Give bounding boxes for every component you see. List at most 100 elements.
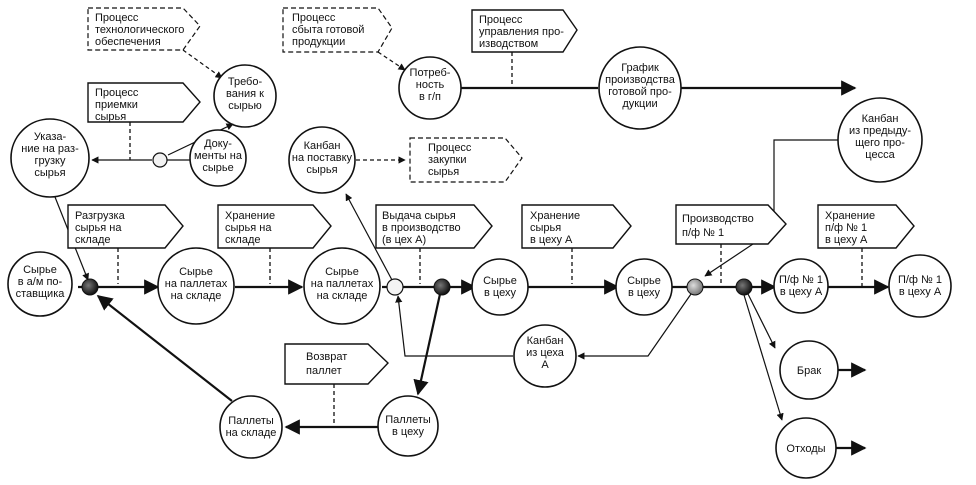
link-kanban-shop-issue	[395, 295, 513, 357]
svg-text:цесса: цесса	[865, 149, 895, 161]
svg-text:в цеху А: в цеху А	[530, 234, 573, 246]
svg-text:Хранение: Хранение	[530, 210, 580, 222]
circle-schedule: График производства готовой про- дукции	[598, 46, 682, 130]
svg-text:Процесс: Процесс	[95, 87, 139, 99]
svg-text:паллет: паллет	[306, 365, 342, 377]
svg-text:Канбан: Канбан	[304, 140, 341, 152]
op-unloading: Разгрузка сырья на складе	[67, 204, 184, 249]
svg-text:сырья на: сырья на	[75, 222, 122, 234]
circle-raw-shop-2: Сырье в цеху	[615, 258, 673, 316]
svg-text:Сырье: Сырье	[23, 264, 57, 276]
svg-text:П/ф № 1: П/ф № 1	[898, 274, 942, 286]
svg-text:сырья: сырья	[530, 222, 561, 234]
svg-text:ность: ность	[416, 79, 445, 91]
circle-kanban-supply: Канбан на поставку сырья	[288, 126, 356, 194]
svg-text:ние на раз-: ние на раз-	[21, 143, 79, 155]
svg-text:Брак: Брак	[797, 365, 821, 377]
circle-pf-2: П/ф № 1 в цеху А	[888, 254, 952, 318]
svg-text:Производство: Производство	[682, 213, 754, 225]
svg-text:п/ф № 1: п/ф № 1	[682, 227, 724, 239]
svg-text:готовой про-: готовой про-	[608, 86, 672, 98]
flow-pallets-to-unload	[96, 295, 233, 402]
svg-text:ставщика: ставщика	[16, 288, 66, 300]
process-purchase: Процесс закупки сырья	[409, 137, 523, 183]
svg-text:складе: складе	[75, 234, 111, 246]
op-return: Возврат паллет	[284, 343, 389, 385]
svg-text:на поставку: на поставку	[292, 152, 353, 164]
circle-kanban-prev: Канбан из предыду- щего про- цесса	[837, 97, 923, 183]
junction-issue-out	[433, 278, 451, 296]
svg-text:А: А	[541, 359, 549, 371]
junction-production-out	[735, 278, 753, 296]
svg-text:Требо-: Требо-	[228, 76, 263, 88]
svg-text:закупки: закупки	[428, 154, 467, 166]
process-sales: Процесс сбыта готовой продукции	[282, 7, 393, 53]
circle-defect: Брак	[779, 340, 839, 400]
svg-text:в цеху: в цеху	[392, 426, 424, 438]
circle-pf-1: П/ф № 1 в цеху А	[773, 258, 829, 314]
circle-raw-pallets-2: Сырье на паллетах на складе	[303, 247, 381, 325]
svg-text:сырья на: сырья на	[225, 222, 272, 234]
link-waste	[743, 294, 784, 421]
svg-text:сырья: сырья	[95, 111, 126, 123]
svg-text:сбыта готовой: сбыта готовой	[292, 24, 364, 36]
process-receiving: Процесс приемки сырья	[87, 82, 201, 123]
circle-raw-truck: Сырье в а/м по- ставщика	[7, 251, 73, 317]
link-defect	[747, 293, 776, 349]
svg-text:График: График	[621, 62, 659, 74]
svg-text:сырье: сырье	[202, 162, 233, 174]
svg-text:обеспечения: обеспечения	[95, 36, 161, 48]
svg-text:Сырье: Сырье	[483, 275, 517, 287]
svg-text:сырья: сырья	[306, 164, 337, 176]
svg-text:на складе: на складе	[226, 427, 277, 439]
svg-text:дукции: дукции	[622, 98, 657, 110]
svg-text:Потреб-: Потреб-	[410, 67, 451, 79]
circle-raw-pallets-1: Сырье на паллетах на складе	[157, 247, 235, 325]
op-production: Производство п/ф № 1	[675, 204, 787, 245]
svg-text:Процесс: Процесс	[479, 14, 523, 26]
svg-text:сырью: сырью	[228, 100, 262, 112]
link-kanban-prev	[704, 139, 838, 277]
svg-text:в цеху А: в цеху А	[780, 286, 823, 298]
svg-text:в цеху А: в цеху А	[899, 286, 942, 298]
svg-text:управления про-: управления про-	[479, 26, 564, 38]
svg-text:Хранение: Хранение	[225, 210, 275, 222]
junction-receiving	[152, 152, 168, 168]
svg-text:складе: складе	[225, 234, 261, 246]
process-tech: Процесс технологического обеспечения	[87, 7, 201, 51]
svg-text:в цеху А: в цеху А	[825, 234, 868, 246]
svg-text:Паллеты: Паллеты	[385, 414, 431, 426]
circle-instructions: Указа- ние на раз- грузку сырья	[10, 118, 90, 198]
svg-text:на паллетах: на паллетах	[165, 278, 228, 290]
svg-text:в цеху: в цеху	[628, 287, 660, 299]
circle-pallets-store: Паллеты на складе	[219, 395, 283, 459]
svg-text:на складе: на складе	[171, 290, 222, 302]
svg-text:производства: производства	[605, 74, 676, 86]
svg-text:в г/п: в г/п	[419, 91, 441, 103]
circle-pallets-shop: Паллеты в цеху	[377, 395, 439, 457]
svg-text:(в цех А): (в цех А)	[382, 234, 426, 246]
svg-text:из цеха: из цеха	[526, 347, 565, 359]
svg-text:Канбан: Канбан	[527, 335, 564, 347]
svg-text:в а/м по-: в а/м по-	[18, 276, 63, 288]
svg-text:менты на: менты на	[194, 150, 243, 162]
svg-text:в производство: в производство	[382, 222, 461, 234]
circle-raw-shop-1: Сырье в цеху	[471, 258, 529, 316]
junction-issue-in	[386, 278, 404, 296]
arrow-tech-req	[182, 49, 223, 79]
svg-text:Разгрузка: Разгрузка	[75, 210, 126, 222]
svg-text:П/ф № 1: П/ф № 1	[779, 274, 823, 286]
circle-requirements: Требо- вания к сырью	[213, 64, 277, 128]
circle-need: Потреб- ность в г/п	[398, 56, 462, 120]
svg-text:из предыду-: из предыду-	[849, 125, 911, 137]
svg-text:Указа-: Указа-	[34, 131, 67, 143]
svg-text:на паллетах: на паллетах	[311, 278, 374, 290]
svg-text:Сырье: Сырье	[179, 266, 213, 278]
svg-text:Сырье: Сырье	[325, 266, 359, 278]
arrow-sales-need	[377, 51, 406, 71]
svg-text:сырья: сырья	[34, 167, 65, 179]
circle-kanban-shop: Канбан из цеха А	[513, 324, 577, 388]
svg-text:Процесс: Процесс	[95, 12, 139, 24]
svg-text:грузку: грузку	[35, 155, 66, 167]
